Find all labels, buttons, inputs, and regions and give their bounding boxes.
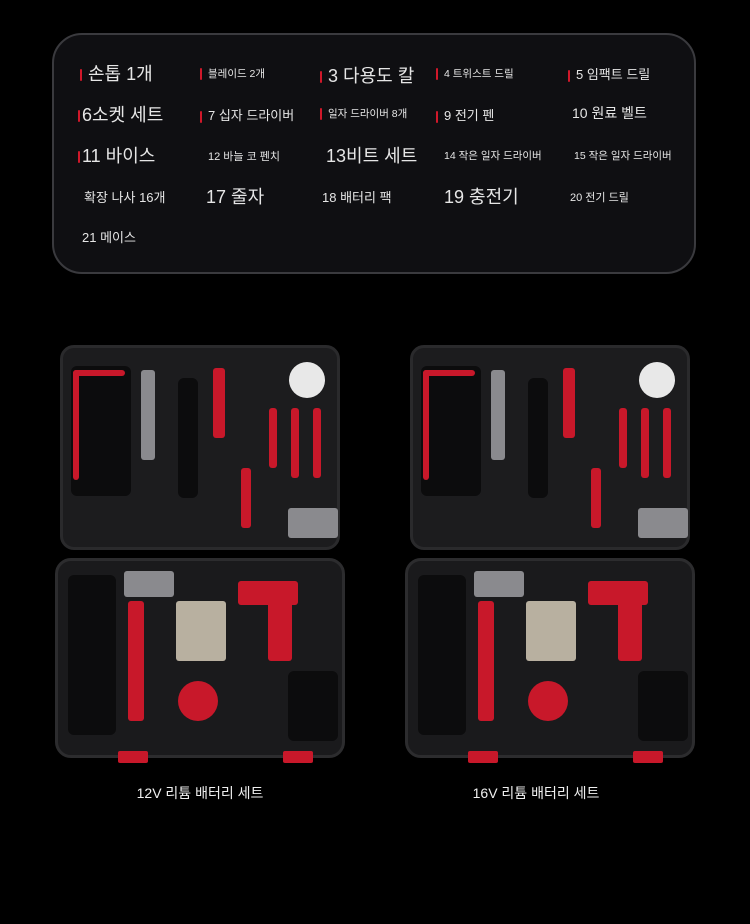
case-lid: [60, 345, 340, 550]
case-base: [55, 558, 345, 763]
part-item: 19 충전기: [444, 183, 519, 209]
part-item: 21 메이스: [82, 227, 136, 246]
part-item: 3 다용도 칼: [320, 62, 414, 88]
case-lid: [410, 345, 690, 550]
red-marker-icon: [320, 108, 322, 121]
part-label: 21 메이스: [82, 230, 136, 245]
part-label: 7 십자 드라이버: [208, 108, 295, 123]
part-item: 12 바늘 코 펜치: [208, 148, 280, 164]
part-label: 19 충전기: [444, 187, 519, 207]
kit-caption-12v: 12V 리튬 배터리 세트: [136, 785, 264, 801]
part-label: 3 다용도 칼: [328, 66, 415, 86]
part-label: 20 전기 드릴: [570, 192, 629, 204]
part-label: 12 바늘 코 펜치: [208, 151, 281, 163]
part-label: 6소켓 세트: [82, 105, 164, 125]
part-label: 9 전기 펜: [444, 108, 495, 123]
part-label: 손톱 1개: [88, 64, 153, 84]
part-item: 확장 나사 16개: [84, 187, 165, 206]
part-item: 9 전기 펜: [436, 105, 494, 124]
tool-kit-image-16v: [405, 340, 695, 765]
tape-roll: [639, 362, 675, 398]
red-marker-icon: [568, 69, 570, 82]
part-label: 블레이드 2개: [208, 68, 266, 80]
part-label: 확장 나사 16개: [84, 190, 166, 205]
red-marker-icon: [200, 68, 202, 81]
red-marker-icon: [436, 68, 438, 81]
part-item: 20 전기 드릴: [570, 189, 629, 205]
part-item: 10 원료 벨트: [572, 103, 647, 123]
tool-kit-image-12v: [55, 340, 345, 765]
part-label: 15 작은 일자 드라이버: [574, 150, 672, 162]
part-item: 5 임팩트 드릴: [568, 64, 650, 83]
part-item: 11 바이스: [78, 142, 155, 168]
red-marker-icon: [200, 110, 202, 123]
part-item: 블레이드 2개: [200, 66, 265, 81]
red-marker-icon: [78, 151, 80, 164]
part-item: 6소켓 세트: [78, 101, 163, 127]
part-label: 18 배터리 팩: [322, 190, 392, 205]
parts-list-panel: 손톱 1개 블레이드 2개 3 다용도 칼 4 트위스트 드릴 5 임팩트 드릴…: [52, 33, 696, 274]
part-item: 18 배터리 팩: [322, 187, 392, 206]
red-marker-icon: [320, 71, 322, 84]
part-item: 13비트 세트: [326, 142, 417, 168]
kit-caption-16v: 16V 리튬 배터리 세트: [472, 785, 600, 801]
part-label: 17 줄자: [206, 187, 265, 207]
tape-roll: [289, 362, 325, 398]
case-base: [405, 558, 695, 763]
part-label: 10 원료 벨트: [572, 105, 647, 121]
red-marker-icon: [80, 69, 82, 82]
part-label: 14 작은 일자 드라이버: [444, 150, 542, 162]
part-item: 일자 드라이버 8개: [320, 106, 407, 121]
part-item: 17 줄자: [206, 183, 264, 209]
part-label: 11 바이스: [82, 146, 156, 166]
part-label: 4 트위스트 드릴: [444, 68, 514, 80]
part-item: 15 작은 일자 드라이버: [574, 148, 672, 163]
part-item: 손톱 1개: [80, 60, 153, 86]
part-item: 7 십자 드라이버: [200, 105, 294, 124]
red-marker-icon: [436, 110, 438, 123]
part-item: 14 작은 일자 드라이버: [444, 148, 542, 163]
red-marker-icon: [78, 110, 80, 123]
part-item: 4 트위스트 드릴: [436, 66, 514, 81]
part-label: 5 임팩트 드릴: [576, 67, 651, 82]
part-label: 일자 드라이버 8개: [328, 108, 408, 120]
part-label: 13비트 세트: [326, 146, 418, 166]
